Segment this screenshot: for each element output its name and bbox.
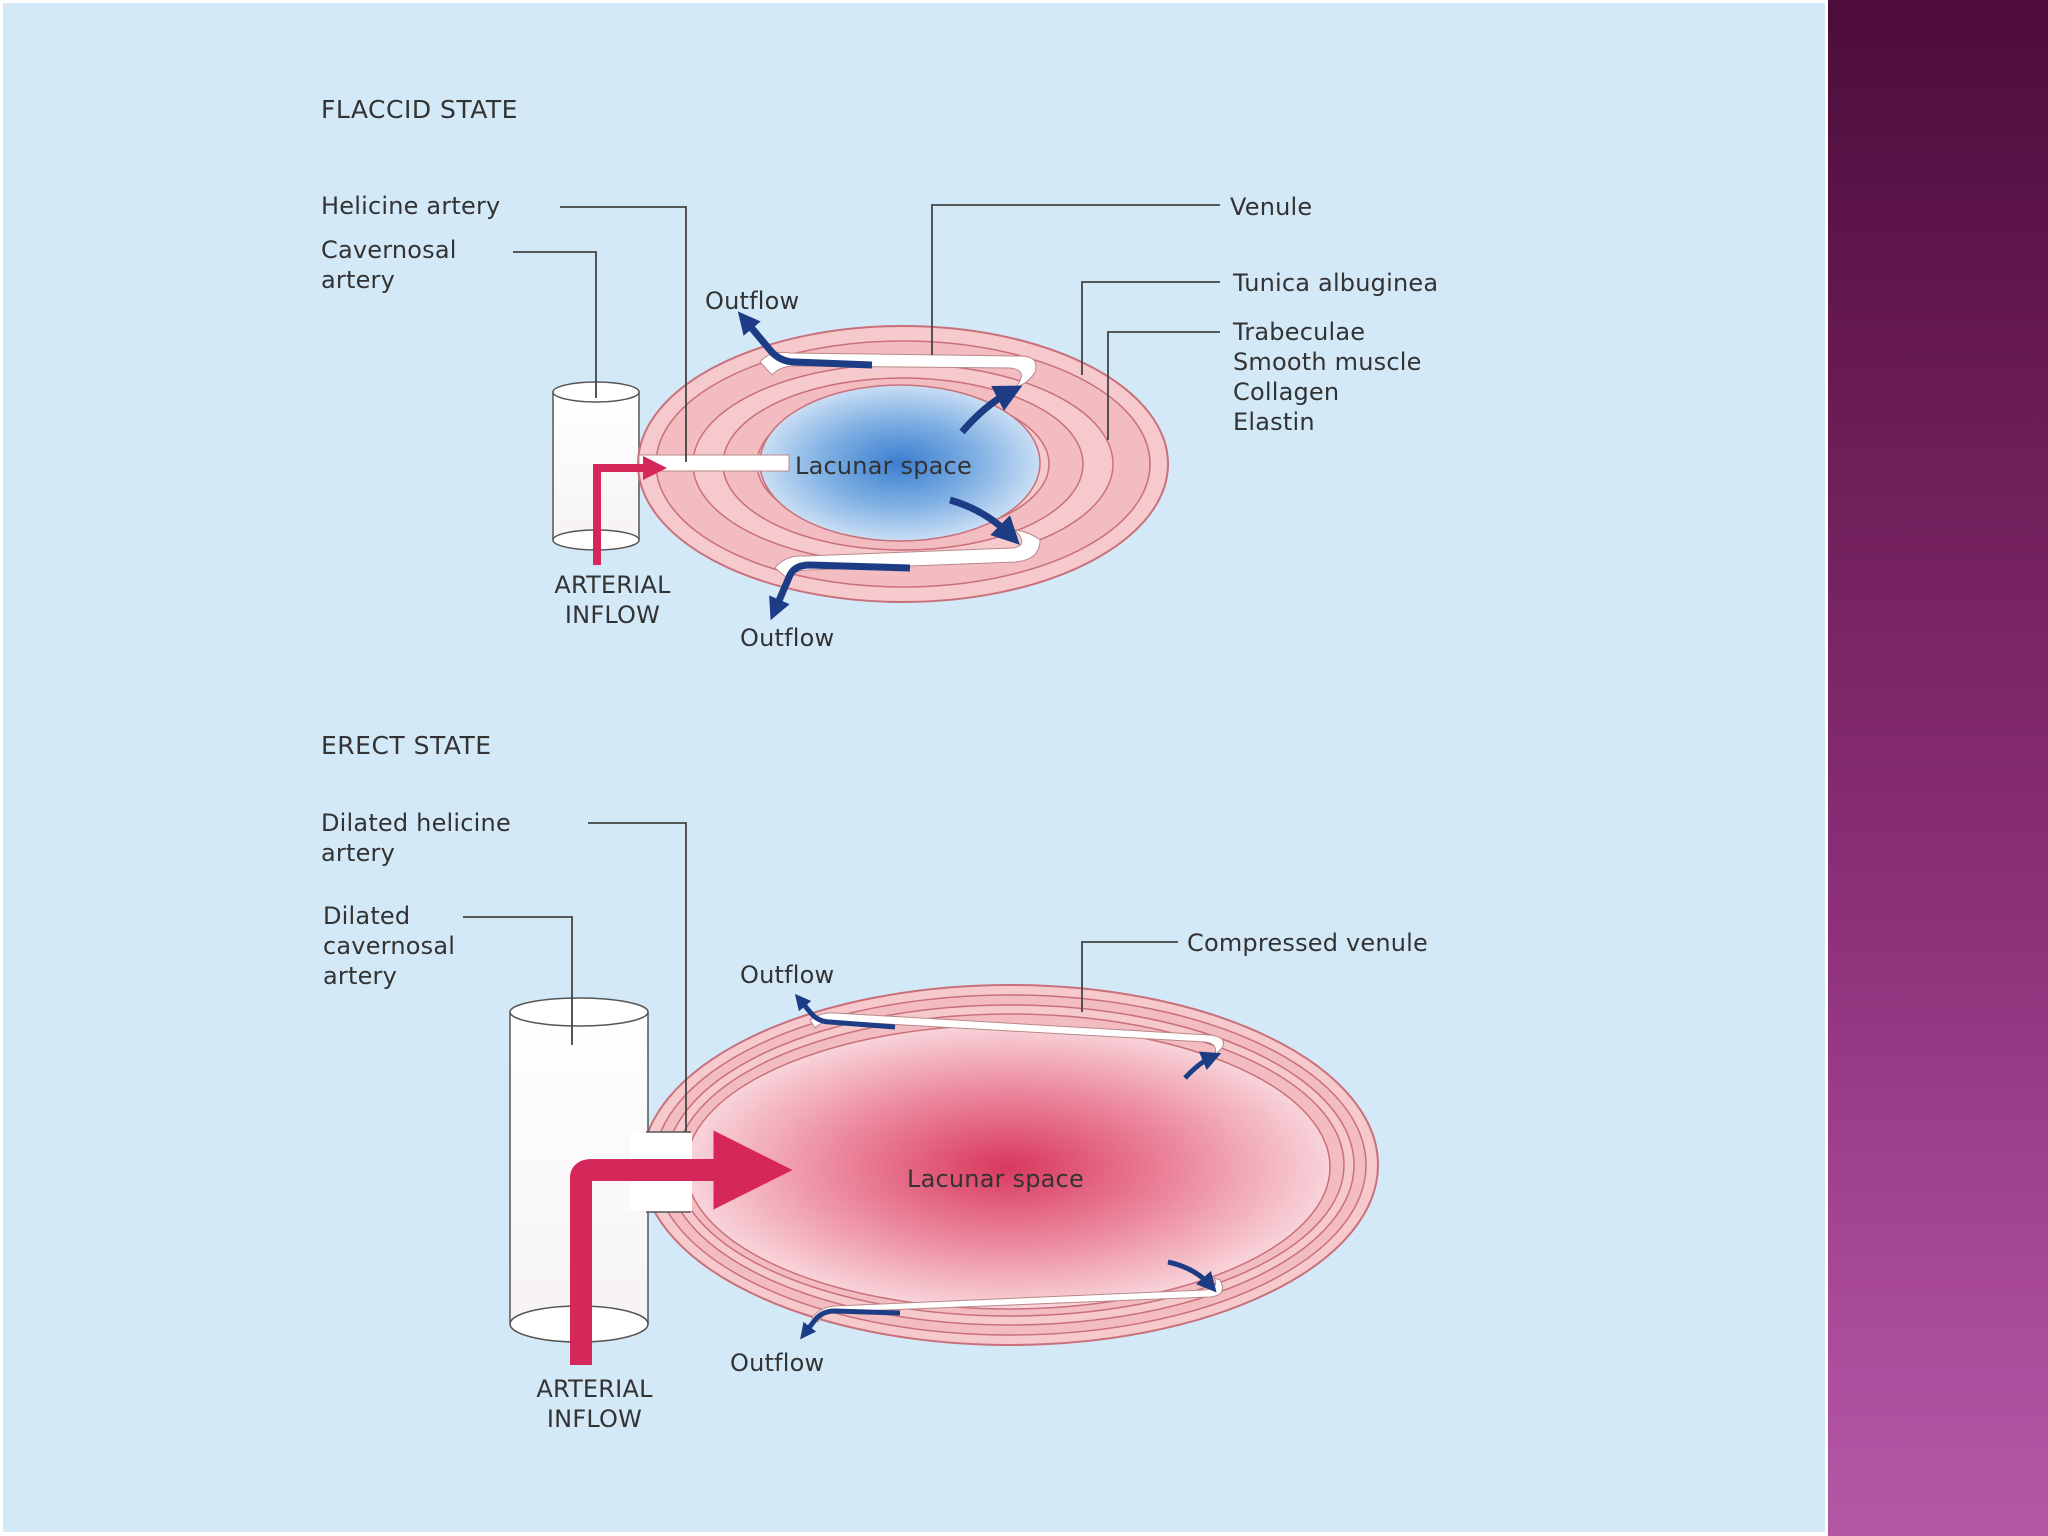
erect-outflow-arrow-top: [794, 993, 896, 1030]
dilated-cavernosal-artery-label: Dilated cavernosal artery: [323, 902, 456, 990]
erect-arterial-inflow-label: ARTERIAL INFLOW: [536, 1375, 653, 1433]
flaccid-leader-lines: [513, 204, 1220, 462]
flaccid-outflow-top-label: Outflow: [705, 287, 800, 315]
erect-outflow-arrow-bottom: [800, 1308, 901, 1340]
erect-flow-arrow: [1167, 1259, 1217, 1293]
erect-state-title: ERECT STATE: [321, 731, 492, 760]
erect-arterial-inflow-arrow: [570, 1130, 793, 1365]
flaccid-outflow-arrow-top: [737, 311, 873, 369]
erect-flow-arrow: [1183, 1051, 1222, 1080]
trabeculae-label: Trabeculae Smooth muscle Collagen Elasti…: [1233, 318, 1422, 436]
flaccid-flow-arrow: [949, 496, 1020, 545]
flaccid-arterial-inflow-label: ARTERIAL INFLOW: [554, 571, 671, 629]
flaccid-section: [513, 204, 1220, 621]
erect-section: [463, 822, 1379, 1365]
erect-lacunar-space-label: Lacunar space: [907, 1165, 1084, 1193]
compressed-venule-label: Compressed venule: [1187, 929, 1429, 957]
erect-leader-lines: [463, 822, 1178, 1132]
venule-label: Venule: [1230, 193, 1313, 221]
flaccid-lacunar-space-label: Lacunar space: [795, 452, 972, 480]
helicine-artery-label: Helicine artery: [321, 192, 501, 220]
tunica-albuginea-label: Tunica albuginea: [1233, 269, 1439, 297]
flaccid-outflow-arrow-bottom: [769, 561, 911, 621]
cavernosal-artery-label: Cavernosal artery: [321, 236, 457, 294]
flaccid-arterial-inflow-arrow: [593, 456, 667, 565]
erect-outflow-top-label: Outflow: [740, 961, 835, 989]
flaccid-outflow-bottom-label: Outflow: [740, 624, 835, 652]
flaccid-flow-arrow: [959, 385, 1023, 435]
flaccid-helicine-channel: [638, 454, 790, 472]
dilated-helicine-artery-label: Dilated helicine artery: [321, 809, 511, 867]
erect-outflow-bottom-label: Outflow: [730, 1349, 825, 1377]
flaccid-state-title: FLACCID STATE: [321, 95, 518, 124]
side-decoration-stripe: [1828, 0, 2048, 1536]
